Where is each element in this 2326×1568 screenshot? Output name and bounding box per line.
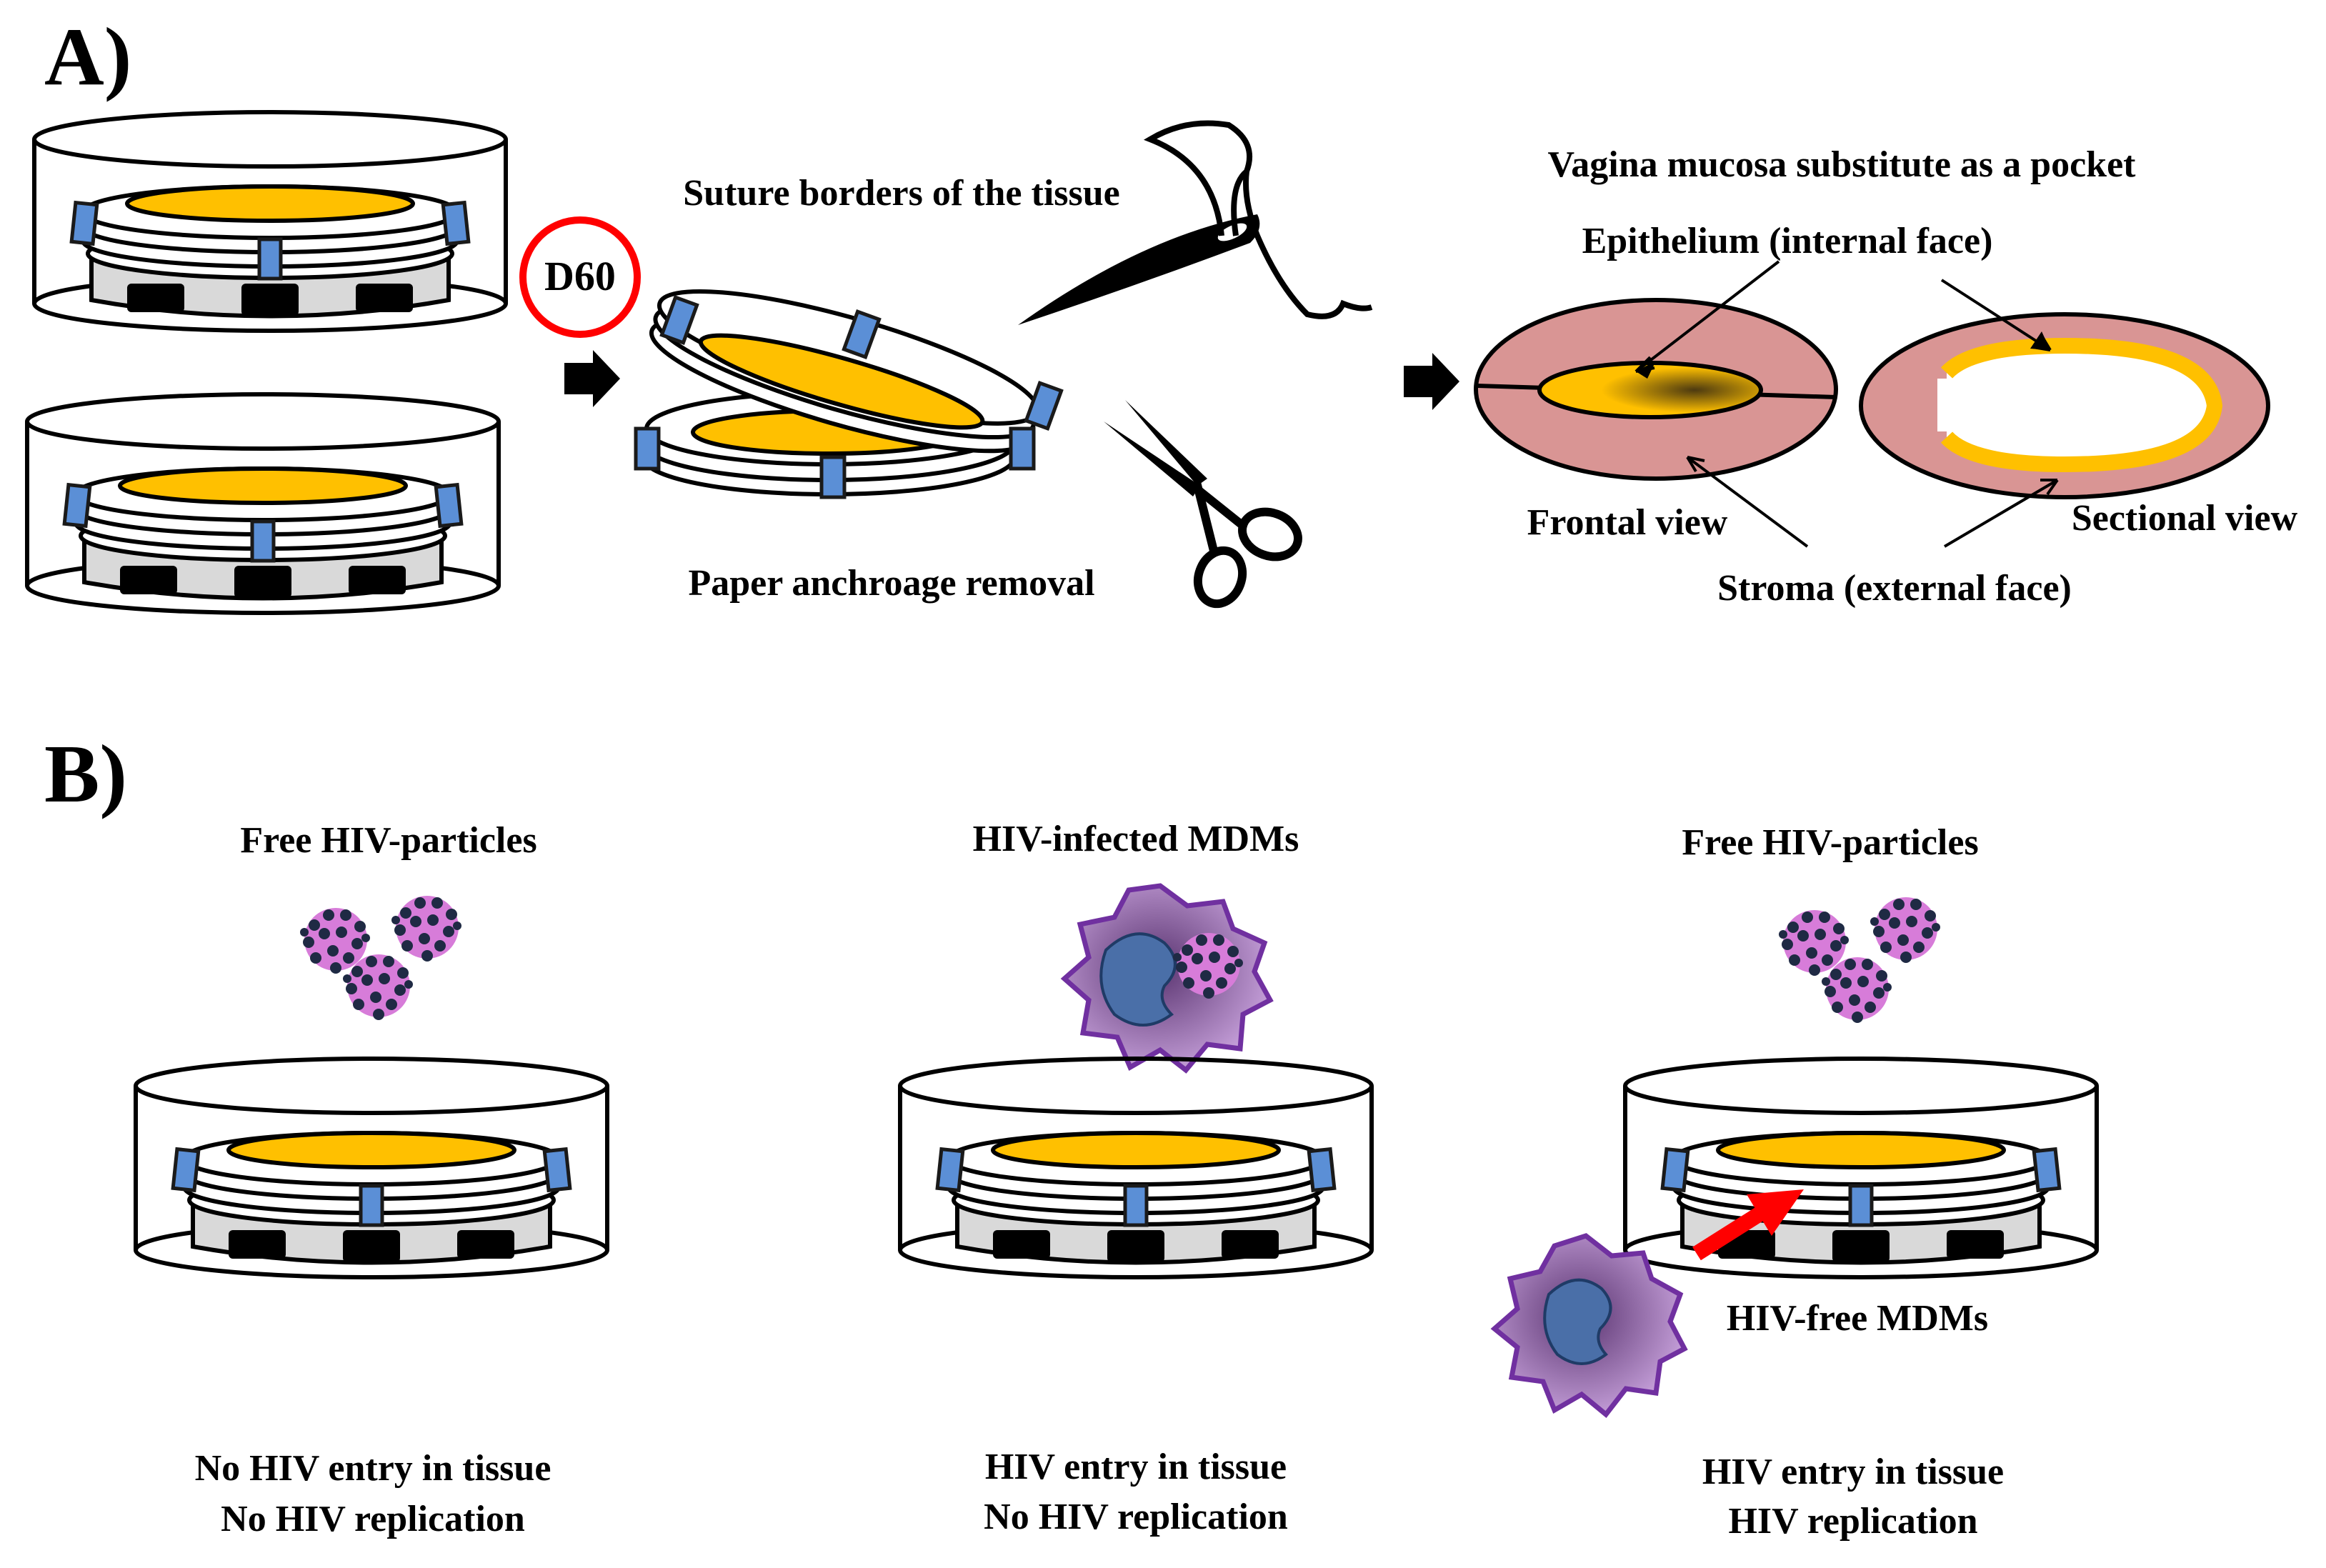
panel-b-letter: B) (44, 729, 127, 820)
hiv-free-mdms-label: HIV-free MDMs (1727, 1298, 1988, 1339)
virus-cluster-icon (300, 896, 461, 1020)
macrophage-icon (1060, 883, 1274, 1074)
culture-insert-icon (1625, 1059, 2097, 1277)
condition-3-entry: HIV entry in tissue (1702, 1452, 2004, 1492)
condition-2-entry: HIV entry in tissue (985, 1447, 1287, 1487)
frontal-view-pocket (1474, 298, 1838, 481)
needle-icon (1018, 214, 1260, 325)
suture-rings-icon (634, 289, 1064, 499)
removal-label: Paper anchroage removal (688, 563, 1094, 604)
d60-ring-icon (519, 216, 641, 338)
scissors-icon (1104, 400, 1302, 609)
panel-a-letter: A) (44, 11, 131, 103)
condition-2-replication: No HIV replication (984, 1497, 1288, 1537)
condition-3-title: Free HIV-particles (1682, 822, 1978, 863)
macrophage-icon (1490, 1233, 1688, 1418)
culture-insert-icon (900, 1059, 1372, 1277)
thread-icon (1143, 120, 1373, 319)
condition-1-entry: No HIV entry in tissue (195, 1448, 551, 1489)
condition-2-title: HIV-infected MDMs (973, 819, 1299, 859)
virus-cluster-icon (1779, 897, 1940, 1023)
sectional-view-pocket (1859, 312, 2270, 499)
red-arrow-icon (1692, 1189, 1804, 1261)
culture-insert-icon (27, 394, 499, 613)
condition-3-replication: HIV replication (1728, 1501, 1977, 1542)
arrow-icon (564, 350, 620, 407)
arrow-icon (1404, 353, 1459, 410)
culture-insert-icon (136, 1059, 607, 1277)
pocket-title: Vagina mucosa substitute as a pocket (1548, 144, 2137, 185)
suture-label: Suture borders of the tissue (683, 173, 1119, 214)
sectional-view-label: Sectional view (2072, 498, 2298, 539)
condition-1-title: Free HIV-particles (240, 820, 536, 861)
d60-label: D60 (544, 253, 616, 299)
culture-insert-icon (34, 112, 506, 331)
epithelium-label: Epithelium (internal face) (1582, 221, 1993, 261)
frontal-view-label: Frontal view (1527, 502, 1728, 543)
condition-1-replication: No HIV replication (221, 1499, 525, 1539)
stroma-label: Stroma (external face) (1717, 568, 2072, 609)
